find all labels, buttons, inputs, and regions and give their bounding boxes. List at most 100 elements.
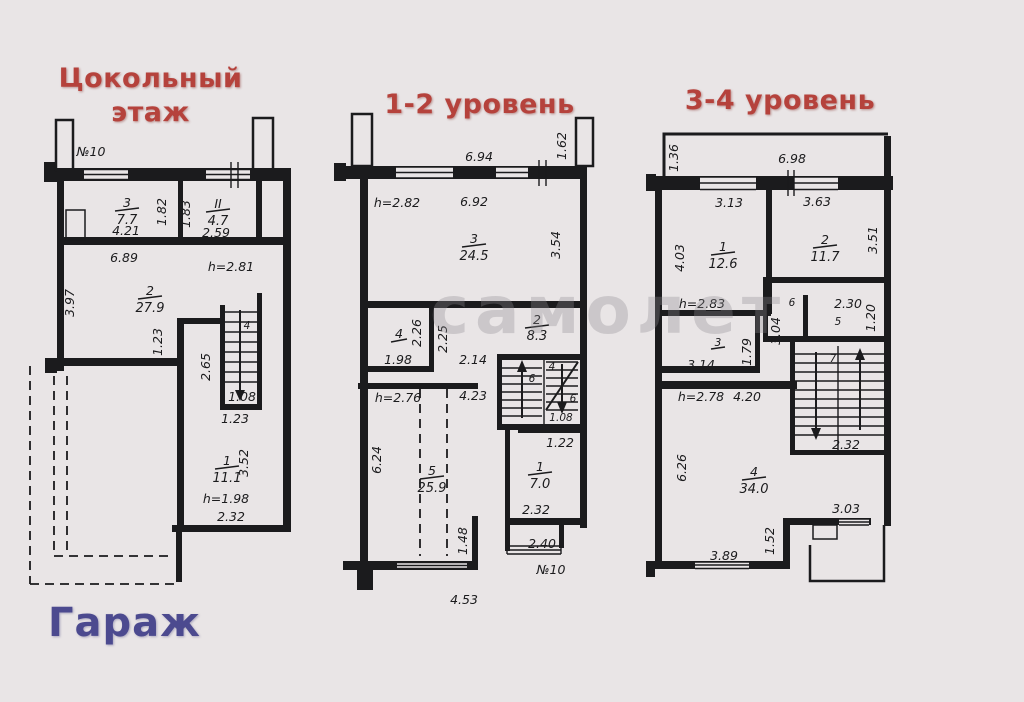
dim-label: 4.03 (672, 244, 687, 272)
basement-windows (84, 162, 250, 188)
dim-label: 3.63 (803, 194, 831, 209)
level34-balcony (808, 518, 886, 583)
room-number: 2 (533, 312, 541, 327)
dim-label: 1.23 (221, 411, 249, 426)
room-number: 1 (223, 453, 231, 468)
dim-label: 1.82 (154, 198, 169, 226)
room-area: 8.3 (527, 329, 548, 344)
room-number: 3 (715, 337, 722, 349)
dim-label: 6.24 (369, 446, 384, 474)
dim-label: 4.21 (112, 223, 140, 238)
dim-label: 3.89 (710, 548, 738, 563)
room-area: 24.5 (460, 249, 489, 264)
level12-windows (396, 160, 562, 570)
room-number: 3 (470, 231, 478, 246)
level12-staircase (502, 360, 579, 424)
unit-number-label: №10 (76, 144, 106, 159)
level12-labels: 1.62 6.94 h=2.82 6.92 3 24.5 3.54 4 2.26… (369, 132, 577, 607)
stair-flight-number: 7 (830, 353, 837, 365)
dim-label: 6.94 (465, 149, 493, 164)
ceiling-height-label: h=2.78 (678, 389, 724, 404)
room-area: 7.0 (530, 477, 551, 492)
dim-label: 3.54 (548, 231, 563, 259)
dim-label: 1.36 (666, 144, 681, 172)
dim-label: 2.32 (832, 437, 860, 452)
room-number: 2 (821, 232, 829, 247)
level-1-2-plan: 1.62 6.94 h=2.82 6.92 3 24.5 3.54 4 2.26… (334, 112, 595, 607)
room-number: 1 (719, 239, 727, 254)
dim-label: 2.32 (217, 509, 245, 524)
dim-label: 2.30 (834, 296, 862, 311)
dim-label: 1.23 (150, 328, 165, 356)
dim-label: 2.25 (435, 325, 450, 353)
room-number: II (214, 196, 222, 211)
room-number: 6 (789, 297, 796, 309)
ceiling-height-label: h=1.98 (203, 491, 249, 506)
dim-label: 3.14 (687, 357, 715, 372)
dim-label: 3.13 (715, 195, 743, 210)
ceiling-height-label: h=2.82 (374, 195, 420, 210)
dim-label: 2.32 (522, 502, 550, 517)
level34-staircase (795, 346, 884, 450)
unit-number-label: №10 (536, 562, 566, 577)
basement-labels: №10 3 7.7 1.82 1.83 II 4.7 2.59 4.21 6.8… (62, 144, 256, 524)
dim-label: 2.40 (528, 536, 556, 551)
dim-label: 1.83 (178, 200, 193, 228)
basement-plan: №10 3 7.7 1.82 1.83 II 4.7 2.59 4.21 6.8… (29, 116, 291, 585)
room-area: 11.7 (811, 250, 841, 265)
room-number: 2 (146, 283, 154, 298)
dim-label: 6.92 (460, 194, 488, 209)
dim-label: 6.89 (110, 250, 138, 265)
level34-labels: 1.36 6.98 3.13 3.63 4.03 1 12.6 2 11.7 3… (666, 144, 880, 563)
stair-flight-number: 4 (244, 320, 251, 332)
room-area: 4.7 (208, 214, 229, 229)
stair-flight-number: 4 (549, 361, 556, 373)
ceiling-height-label: h=2.76 (375, 390, 421, 405)
dim-label: 3.51 (865, 226, 880, 254)
dim-label: 1.08 (549, 412, 573, 424)
room-area: 34.0 (740, 482, 769, 497)
dim-label: 4.20 (733, 389, 761, 404)
room-number: 1 (536, 459, 544, 474)
ceiling-height-label: h=2.81 (208, 259, 254, 274)
room-area: 12.6 (709, 257, 738, 272)
title-level-3-4: 3-4 уровень (684, 85, 876, 116)
dim-label: 2.59 (202, 225, 230, 240)
room-area: 11.1 (213, 471, 242, 486)
dim-label: 3.03 (832, 501, 860, 516)
dim-label: 1.22 (546, 435, 574, 450)
stair-flight-number: 6 (529, 373, 536, 385)
dim-label: 3.04 (768, 317, 783, 345)
ceiling-height-label: h=2.83 (679, 296, 725, 311)
dim-label: 2.14 (459, 352, 487, 367)
dim-label: 2.65 (198, 353, 213, 381)
dim-label: 6.26 (674, 454, 689, 482)
dim-label: 1.62 (554, 132, 569, 160)
dim-label: 1.20 (863, 304, 878, 332)
room-number: 4 (750, 464, 758, 479)
level12-dashed-opening (419, 389, 448, 556)
room-area: 25.9 (418, 481, 447, 496)
room-number: 3 (123, 195, 131, 210)
title-basement-line2: этаж (111, 96, 190, 128)
dim-label: 1.48 (455, 527, 470, 555)
garage-dashed-outline (29, 366, 176, 585)
garage-label: Гараж (48, 600, 201, 646)
dim-label: 3.97 (62, 289, 77, 317)
dim-label: 2.26 (409, 319, 424, 347)
room-number: 4 (395, 326, 403, 341)
dim-label: 3.52 (236, 449, 251, 477)
dim-label: 1.98 (384, 352, 412, 367)
room-area: 7.7 (117, 213, 138, 228)
room-area: 27.9 (136, 301, 165, 316)
stair-flight-number: 6 (570, 393, 577, 405)
dim-label: 4.53 (450, 592, 478, 607)
dim-label: 1.52 (762, 527, 777, 555)
level-3-4-plan: 1.36 6.98 3.13 3.63 4.03 1 12.6 2 11.7 3… (646, 132, 893, 583)
basement-walls (44, 116, 291, 582)
room-number: 5 (835, 316, 842, 328)
level34-windows (695, 170, 838, 570)
title-level-1-2: 1-2 уровень (384, 89, 575, 120)
